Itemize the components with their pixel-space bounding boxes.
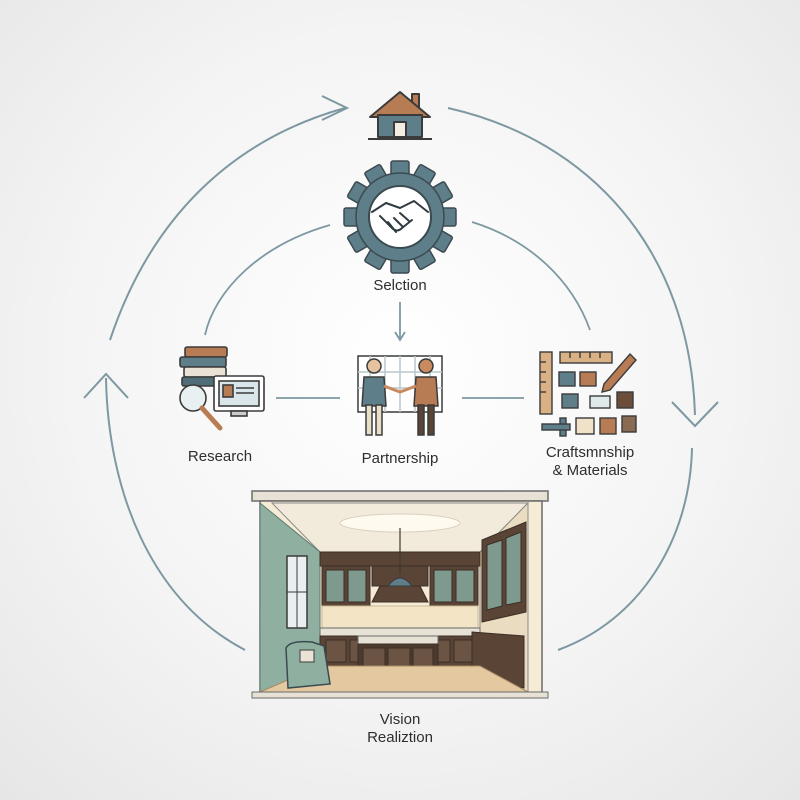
outer-arc-right-to-bottom	[557, 447, 693, 651]
ruler-pencil-swatches-icon	[539, 351, 637, 437]
arrowhead-top	[321, 95, 350, 121]
arrowhead-left	[83, 372, 129, 399]
inner-arc-right	[471, 221, 591, 331]
arrowhead-down	[394, 331, 406, 342]
research-label: Research	[187, 448, 253, 465]
vision-label-line1: Vision	[379, 711, 421, 728]
handshake-icon	[371, 200, 429, 233]
kitchen-interior-illustration	[251, 490, 549, 699]
outer-arc-top-to-right	[447, 107, 696, 416]
arrowhead-right	[671, 401, 719, 428]
inner-connectors	[204, 221, 591, 399]
craftsmanship-label-line2: & Materials	[552, 462, 628, 479]
outer-arc-bottom-to-left	[105, 377, 246, 651]
outer-cycle-arrows	[83, 95, 719, 651]
inner-arc-left	[204, 224, 331, 336]
house-icon	[368, 91, 432, 140]
books-magnifier-computer-icon	[179, 346, 265, 431]
gear-handshake-icon	[343, 160, 457, 274]
craftsmanship-label-line1: Craftsmnship	[545, 444, 635, 461]
two-people-blueprint-icon	[357, 355, 443, 436]
vision-label: Vision Realiztion	[320, 711, 480, 747]
partnership-label: Partnership	[361, 450, 439, 467]
craftsmanship-label: Craftsmnship & Materials	[520, 444, 660, 480]
outer-arc-left-to-top	[109, 107, 346, 341]
vision-label-line2: Realiztion	[367, 729, 433, 746]
selection-label: Selction	[373, 277, 427, 294]
